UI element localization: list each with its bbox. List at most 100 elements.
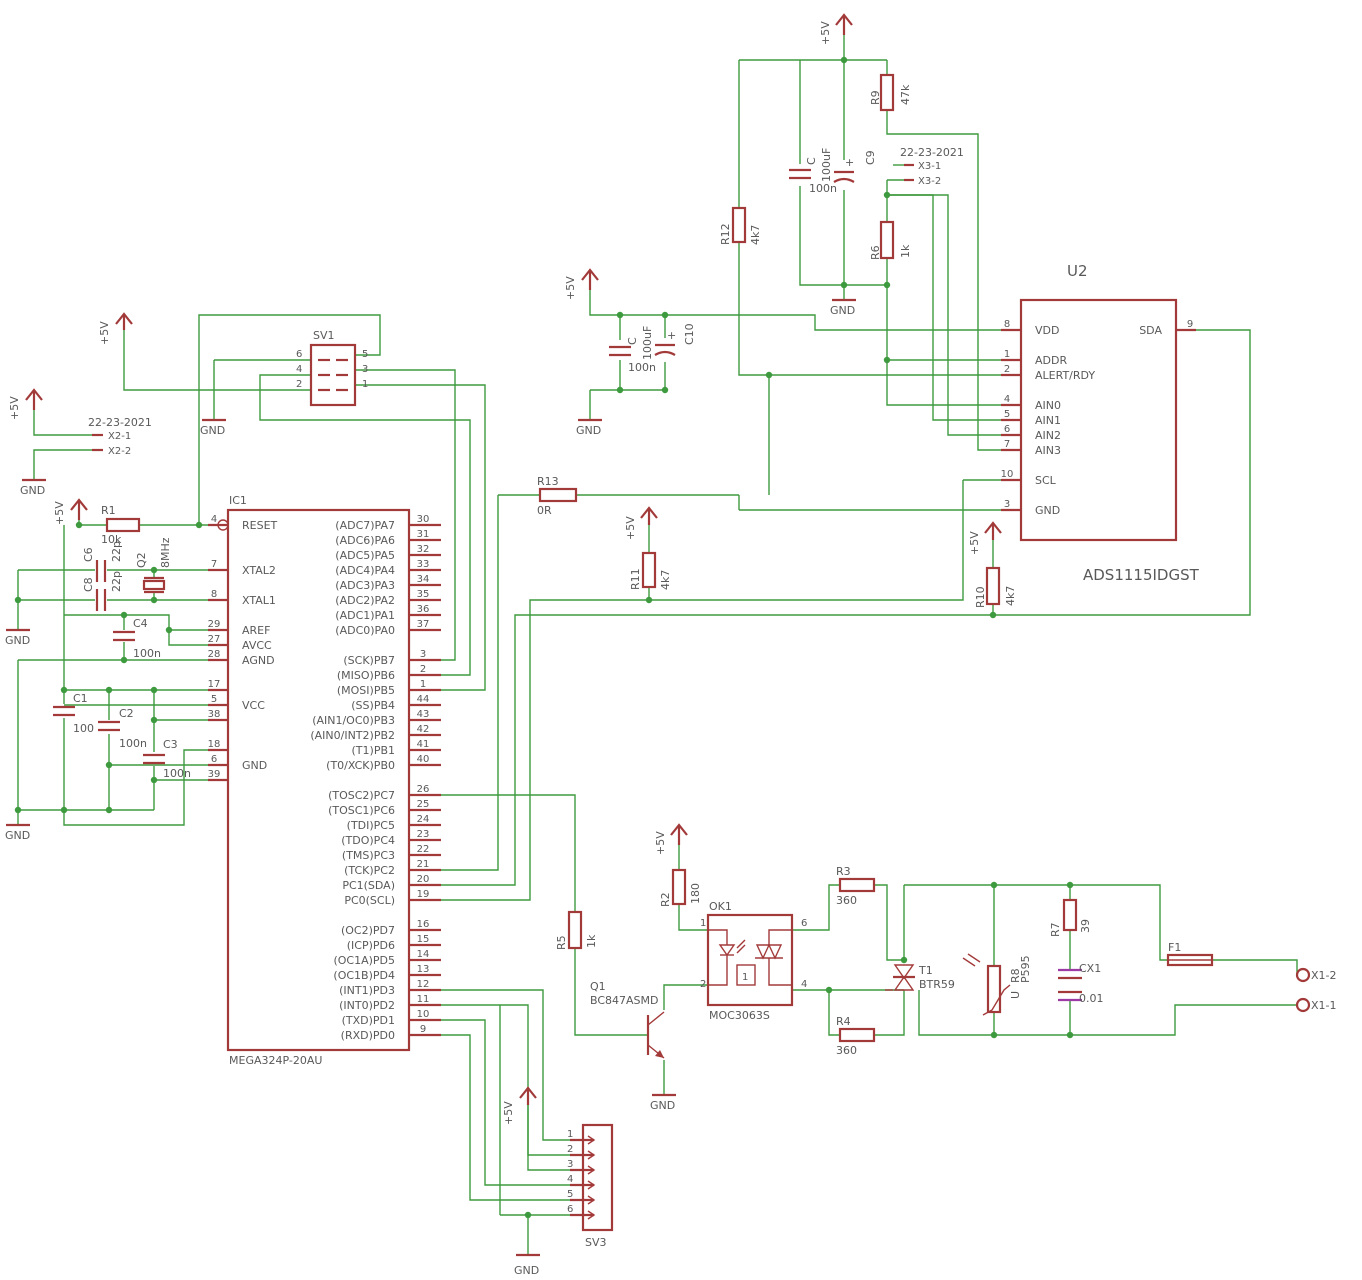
svg-text:4: 4 bbox=[801, 979, 807, 990]
ic1-pin-number: 23 bbox=[417, 829, 430, 840]
svg-text:R6: R6 bbox=[869, 245, 882, 260]
svg-text:100n: 100n bbox=[133, 647, 161, 660]
sv1-header: SV1 6 5 4 3 2 1 bbox=[296, 329, 368, 407]
u2-pin-label: SDA bbox=[1139, 324, 1162, 337]
svg-text:C10: C10 bbox=[683, 323, 696, 345]
wires bbox=[17, 35, 1298, 1255]
crystal-q2: Q2 8MHz bbox=[135, 537, 172, 594]
ic1-pin-label: (ADC7)PA7 bbox=[335, 519, 395, 532]
capacitor-u2-vdd: C 100n bbox=[609, 337, 656, 374]
svg-text:22p: 22p bbox=[110, 541, 123, 562]
svg-text:X1-1: X1-1 bbox=[1311, 999, 1337, 1012]
u2-pin-number: 2 bbox=[1004, 364, 1010, 375]
ic1-pin-label: (OC1A)PD5 bbox=[333, 954, 395, 967]
svg-text:22p: 22p bbox=[110, 571, 123, 592]
vcc-symbol bbox=[640, 506, 658, 525]
u2-pin-label: ADDR bbox=[1035, 354, 1067, 367]
u2-pin-label: VDD bbox=[1035, 324, 1059, 337]
ic1-pin-number: 15 bbox=[417, 934, 430, 945]
svg-text:360: 360 bbox=[836, 894, 857, 907]
sv1-pin: 5 bbox=[362, 349, 368, 360]
svg-text:C2: C2 bbox=[119, 707, 134, 720]
x2-pin-1: X2-1 bbox=[108, 431, 131, 442]
ic1-pin-number: 40 bbox=[417, 754, 430, 765]
u2-name: U2 bbox=[1067, 262, 1088, 280]
ic1-pin-number: 32 bbox=[417, 544, 430, 555]
capacitor-c9: + C9 100uF bbox=[820, 148, 877, 183]
resistor-r13: R13 0R bbox=[537, 475, 578, 517]
ic1-pin-label: (ADC0)PA0 bbox=[335, 624, 395, 637]
ic1-pin-label: (ADC6)PA6 bbox=[335, 534, 395, 547]
ic1-pin-label: (ICP)PD6 bbox=[347, 939, 395, 952]
junctions bbox=[14, 56, 1074, 1219]
transistor-q1: Q1 BC847ASMD bbox=[590, 980, 665, 1059]
svg-text:C: C bbox=[805, 157, 818, 165]
ground-label: GND bbox=[5, 829, 30, 842]
sv1-pin: 3 bbox=[362, 364, 368, 375]
ic1-pin-number: 11 bbox=[417, 994, 430, 1005]
sv3-pin: 2 bbox=[567, 1144, 573, 1155]
ground-label: GND bbox=[200, 424, 225, 437]
svg-text:MOC3063S: MOC3063S bbox=[709, 1009, 770, 1022]
ic1-pin-number: 10 bbox=[417, 1009, 430, 1020]
ic1-pin-label: (TDO)PC4 bbox=[341, 834, 395, 847]
resistor-r6: R6 1k bbox=[869, 220, 912, 260]
ic1-pin-label: AVCC bbox=[242, 639, 272, 652]
svg-text:R13: R13 bbox=[537, 475, 559, 488]
x2-part: 22-23-2021 bbox=[88, 416, 152, 429]
svg-text:C9: C9 bbox=[864, 150, 877, 165]
ic1-pin-number: 29 bbox=[208, 619, 221, 630]
svg-text:U: U bbox=[1009, 991, 1022, 999]
svg-text:P595: P595 bbox=[1019, 955, 1032, 983]
svg-text:8MHz: 8MHz bbox=[159, 537, 172, 568]
ic1-pin-number: 21 bbox=[417, 859, 430, 870]
svg-text:C: C bbox=[626, 337, 639, 345]
u2-pin-label: SCL bbox=[1035, 474, 1057, 487]
resistor-r2: R2 180 bbox=[659, 868, 702, 907]
svg-text:R1: R1 bbox=[101, 504, 116, 517]
u2-pin-number: 8 bbox=[1004, 319, 1010, 330]
svg-text:R12: R12 bbox=[719, 223, 732, 245]
ic1-pin-label: (T1)PB1 bbox=[352, 744, 395, 757]
ic1-pin-label: (ADC5)PA5 bbox=[335, 549, 395, 562]
ic1-pin-label: RESET bbox=[242, 519, 278, 532]
optocoupler-ok1: OK1 MOC3063S 1 2 6 4 1 bbox=[700, 900, 807, 1022]
ic1-pin-number: 35 bbox=[417, 589, 430, 600]
x2-pin-2: X2-2 bbox=[108, 446, 131, 457]
svg-text:0R: 0R bbox=[537, 504, 552, 517]
ic1-pin-number: 13 bbox=[417, 964, 430, 975]
svg-text:0.01: 0.01 bbox=[1079, 992, 1104, 1005]
ic1-pin-label: (RXD)PD0 bbox=[341, 1029, 395, 1042]
svg-text:2: 2 bbox=[700, 979, 706, 990]
ic1-pin-label: GND bbox=[242, 759, 267, 772]
svg-text:R3: R3 bbox=[836, 865, 851, 878]
vcc-symbol bbox=[115, 312, 133, 330]
svg-text:1: 1 bbox=[700, 918, 706, 929]
capacitor-c10: + C10 100uF bbox=[641, 323, 696, 360]
ground-label: GND bbox=[514, 1264, 539, 1277]
ground-label: GND bbox=[650, 1099, 675, 1112]
svg-text:Q1: Q1 bbox=[590, 980, 606, 993]
svg-text:CX1: CX1 bbox=[1079, 962, 1101, 975]
ic1-pin-number: 26 bbox=[417, 784, 430, 795]
ic1-pin-number: 24 bbox=[417, 814, 430, 825]
svg-text:R5: R5 bbox=[555, 935, 568, 950]
ic1-pin-number: 44 bbox=[417, 694, 430, 705]
svg-text:100: 100 bbox=[73, 722, 94, 735]
u2-pin-label: AIN3 bbox=[1035, 444, 1061, 457]
capacitor-c2: C2 100n bbox=[98, 707, 147, 750]
x3-connector: 22-23-2021 X3-1 X3-2 bbox=[900, 146, 964, 187]
capacitor-c1: C1 100 bbox=[53, 692, 94, 735]
vcc-label: +5V bbox=[968, 531, 981, 555]
ic1-pin-number: 27 bbox=[208, 634, 221, 645]
capacitor-cx1: CX1 0.01 bbox=[1058, 962, 1104, 1005]
ic1-pin-label: (SS)PB4 bbox=[351, 699, 395, 712]
ic1-pin-label: VCC bbox=[242, 699, 265, 712]
svg-text:T1: T1 bbox=[918, 964, 933, 977]
x3-pin-1: X3-1 bbox=[918, 161, 941, 172]
ic1-pin-number: 33 bbox=[417, 559, 430, 570]
ic1-pin-label: (ADC3)PA3 bbox=[335, 579, 395, 592]
